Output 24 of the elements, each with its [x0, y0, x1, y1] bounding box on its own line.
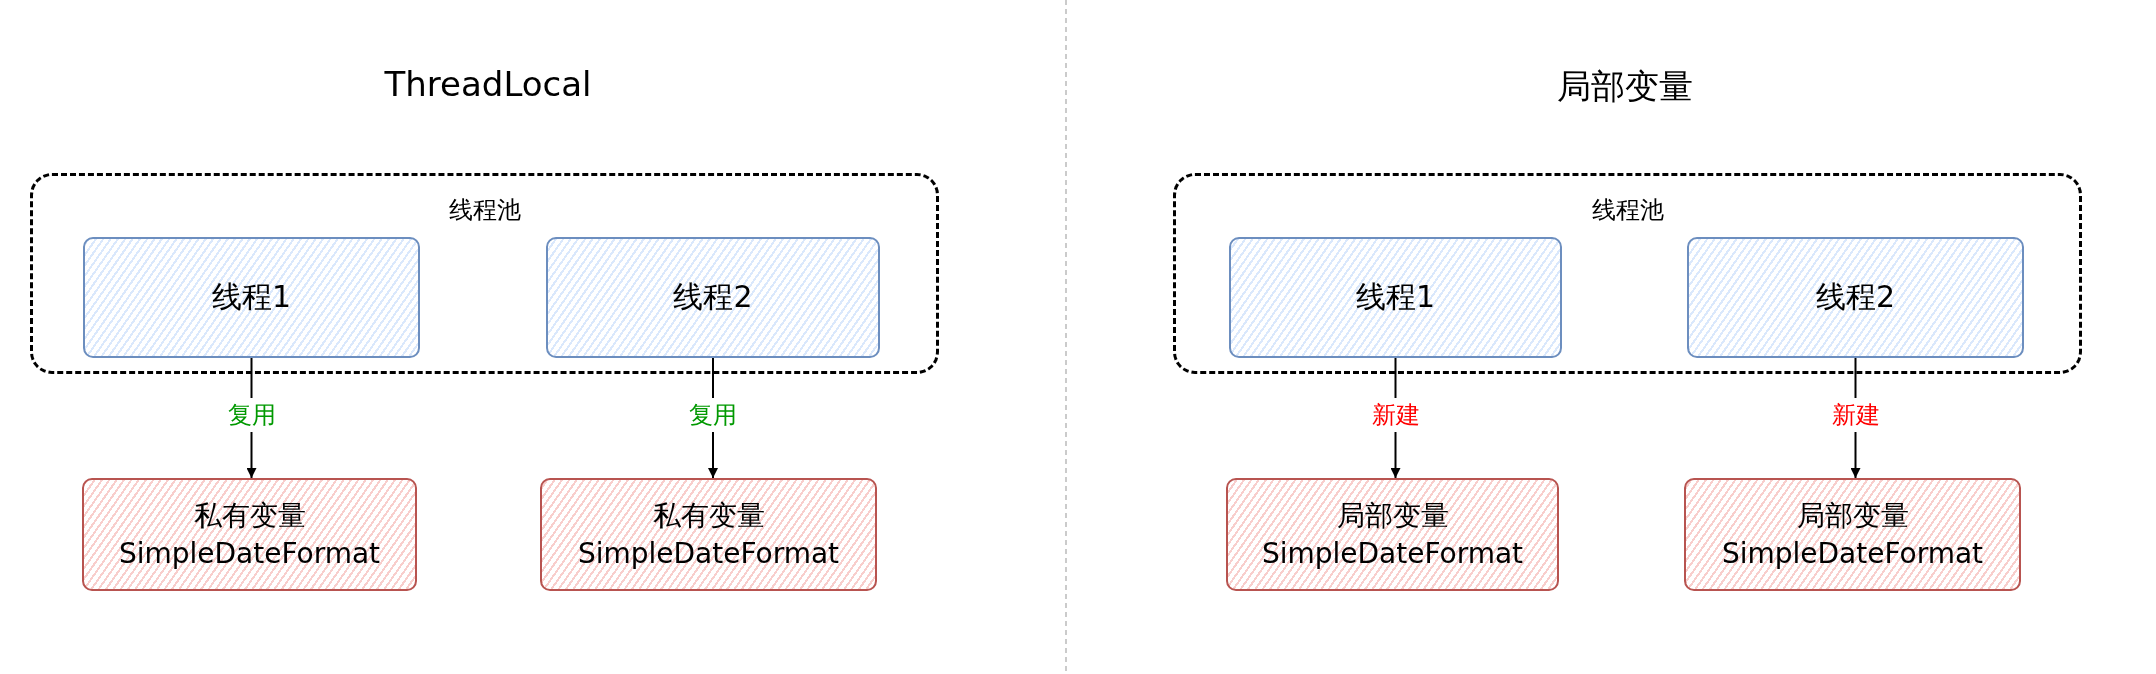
thread-box	[83, 237, 420, 358]
variable-box	[1226, 478, 1559, 591]
node-label: 局部变量 SimpleDateFormat	[1720, 497, 1985, 572]
edge-label: 新建	[1829, 398, 1882, 432]
thread-pool-container	[1173, 173, 2082, 374]
edge-label: 新建	[1369, 398, 1422, 432]
variable-box	[1684, 478, 2021, 591]
panel-title: 局部变量	[1557, 65, 1693, 108]
node-label: 私有变量 SimpleDateFormat	[576, 497, 841, 572]
node-label: 私有变量 SimpleDateFormat	[117, 497, 382, 572]
group-label: 线程池	[448, 195, 521, 226]
node-label: 线程1	[1355, 278, 1436, 316]
node-label: 线程1	[211, 278, 292, 316]
thread-box	[546, 237, 880, 358]
thread-box	[1687, 237, 2024, 358]
variable-box	[82, 478, 417, 591]
node-label: 线程2	[673, 278, 753, 316]
thread-pool-container	[30, 173, 939, 374]
thread-box	[1229, 237, 1562, 358]
node-label: 局部变量 SimpleDateFormat	[1260, 497, 1525, 572]
group-label: 线程池	[1591, 195, 1664, 226]
node-label: 线程2	[1815, 278, 1896, 316]
variable-box	[540, 478, 877, 591]
panel-title: ThreadLocal	[384, 64, 592, 104]
